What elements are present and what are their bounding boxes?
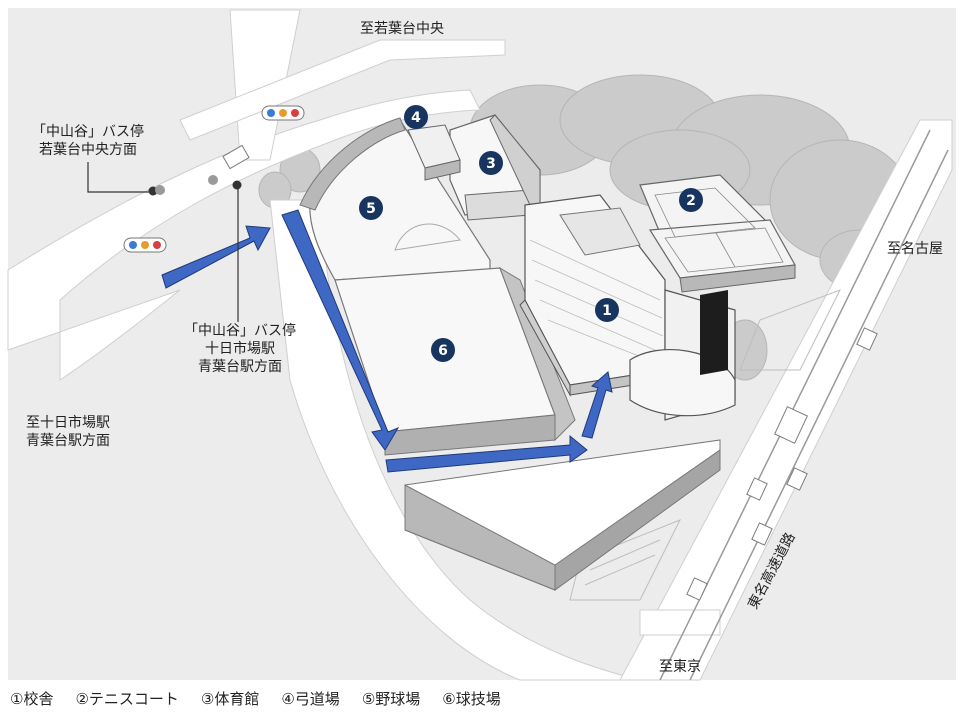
marker-circle bbox=[479, 151, 503, 175]
map-legend: ①校舎 ②テニスコート ③体育館 ④弓道場 ⑤野球場 ⑥球技場 bbox=[10, 688, 501, 712]
bus-stop-a-line1: 「中山谷」バス停 bbox=[32, 124, 144, 140]
legend-item-school: ①校舎 bbox=[10, 690, 54, 708]
marker-4: 4 bbox=[404, 105, 428, 129]
traffic-light-north bbox=[261, 105, 305, 121]
legend-item-archery: ④弓道場 bbox=[281, 690, 340, 708]
marker-number: 1 bbox=[602, 303, 612, 319]
label-north: 至若葉台中央 bbox=[360, 21, 444, 37]
bus-stop-b-line1: 「中山谷」バス停 bbox=[184, 323, 296, 339]
school-building bbox=[519, 194, 736, 421]
marker-2: 2 bbox=[679, 188, 703, 212]
marker-number: 3 bbox=[486, 156, 496, 172]
bus-stop-b-line3: 青葉台駅方面 bbox=[198, 359, 282, 375]
marker-3: 3 bbox=[479, 151, 503, 175]
label-west-line1: 至十日市場駅 bbox=[26, 415, 110, 431]
bus-stop-a-label: 「中山谷」バス停 若葉台中央方面 bbox=[28, 123, 148, 159]
bus-stop-b-line2: 十日市場駅 bbox=[205, 341, 275, 357]
legend-item-tennis: ②テニスコート bbox=[75, 690, 179, 708]
marker-number: 6 bbox=[438, 343, 448, 359]
bus-stop-icons bbox=[148, 175, 242, 196]
marker-circle bbox=[404, 105, 428, 129]
map-markers: 1 2 3 4 5 6 bbox=[359, 105, 703, 362]
parking-lot bbox=[569, 289, 842, 601]
label-east: 至名古屋 bbox=[887, 241, 943, 257]
bus-stop-b-label: 「中山谷」バス停 十日市場駅 青葉台駅方面 bbox=[180, 322, 300, 376]
baseball-field bbox=[299, 117, 491, 281]
route-arrows bbox=[161, 209, 613, 473]
retaining-wall bbox=[404, 439, 721, 591]
vehicles bbox=[222, 144, 878, 601]
label-south: 至東京 bbox=[659, 659, 701, 675]
tennis-courts bbox=[639, 174, 796, 293]
marker-number: 4 bbox=[411, 110, 421, 126]
marker-circle bbox=[595, 298, 619, 322]
marker-5: 5 bbox=[359, 196, 383, 220]
legend-item-gym: ③体育館 bbox=[200, 690, 260, 708]
archery-building bbox=[407, 124, 461, 181]
bus-stop-pointers bbox=[87, 162, 239, 322]
marker-number: 2 bbox=[686, 193, 696, 209]
legend-item-baseball: ⑤野球場 bbox=[361, 690, 421, 708]
label-west: 至十日市場駅 青葉台駅方面 bbox=[18, 414, 118, 450]
marker-1: 1 bbox=[595, 298, 619, 322]
bus-stop-b-icon bbox=[232, 180, 242, 190]
traffic-light-west bbox=[123, 237, 167, 253]
marker-circle bbox=[431, 338, 455, 362]
legend-item-sports-field: ⑥球技場 bbox=[442, 690, 501, 708]
bus-stop-a-line2: 若葉台中央方面 bbox=[39, 142, 137, 158]
marker-number: 5 bbox=[366, 201, 376, 217]
label-west-line2: 青葉台駅方面 bbox=[26, 433, 110, 449]
marker-6: 6 bbox=[431, 338, 455, 362]
marker-circle bbox=[359, 196, 383, 220]
marker-circle bbox=[679, 188, 703, 212]
